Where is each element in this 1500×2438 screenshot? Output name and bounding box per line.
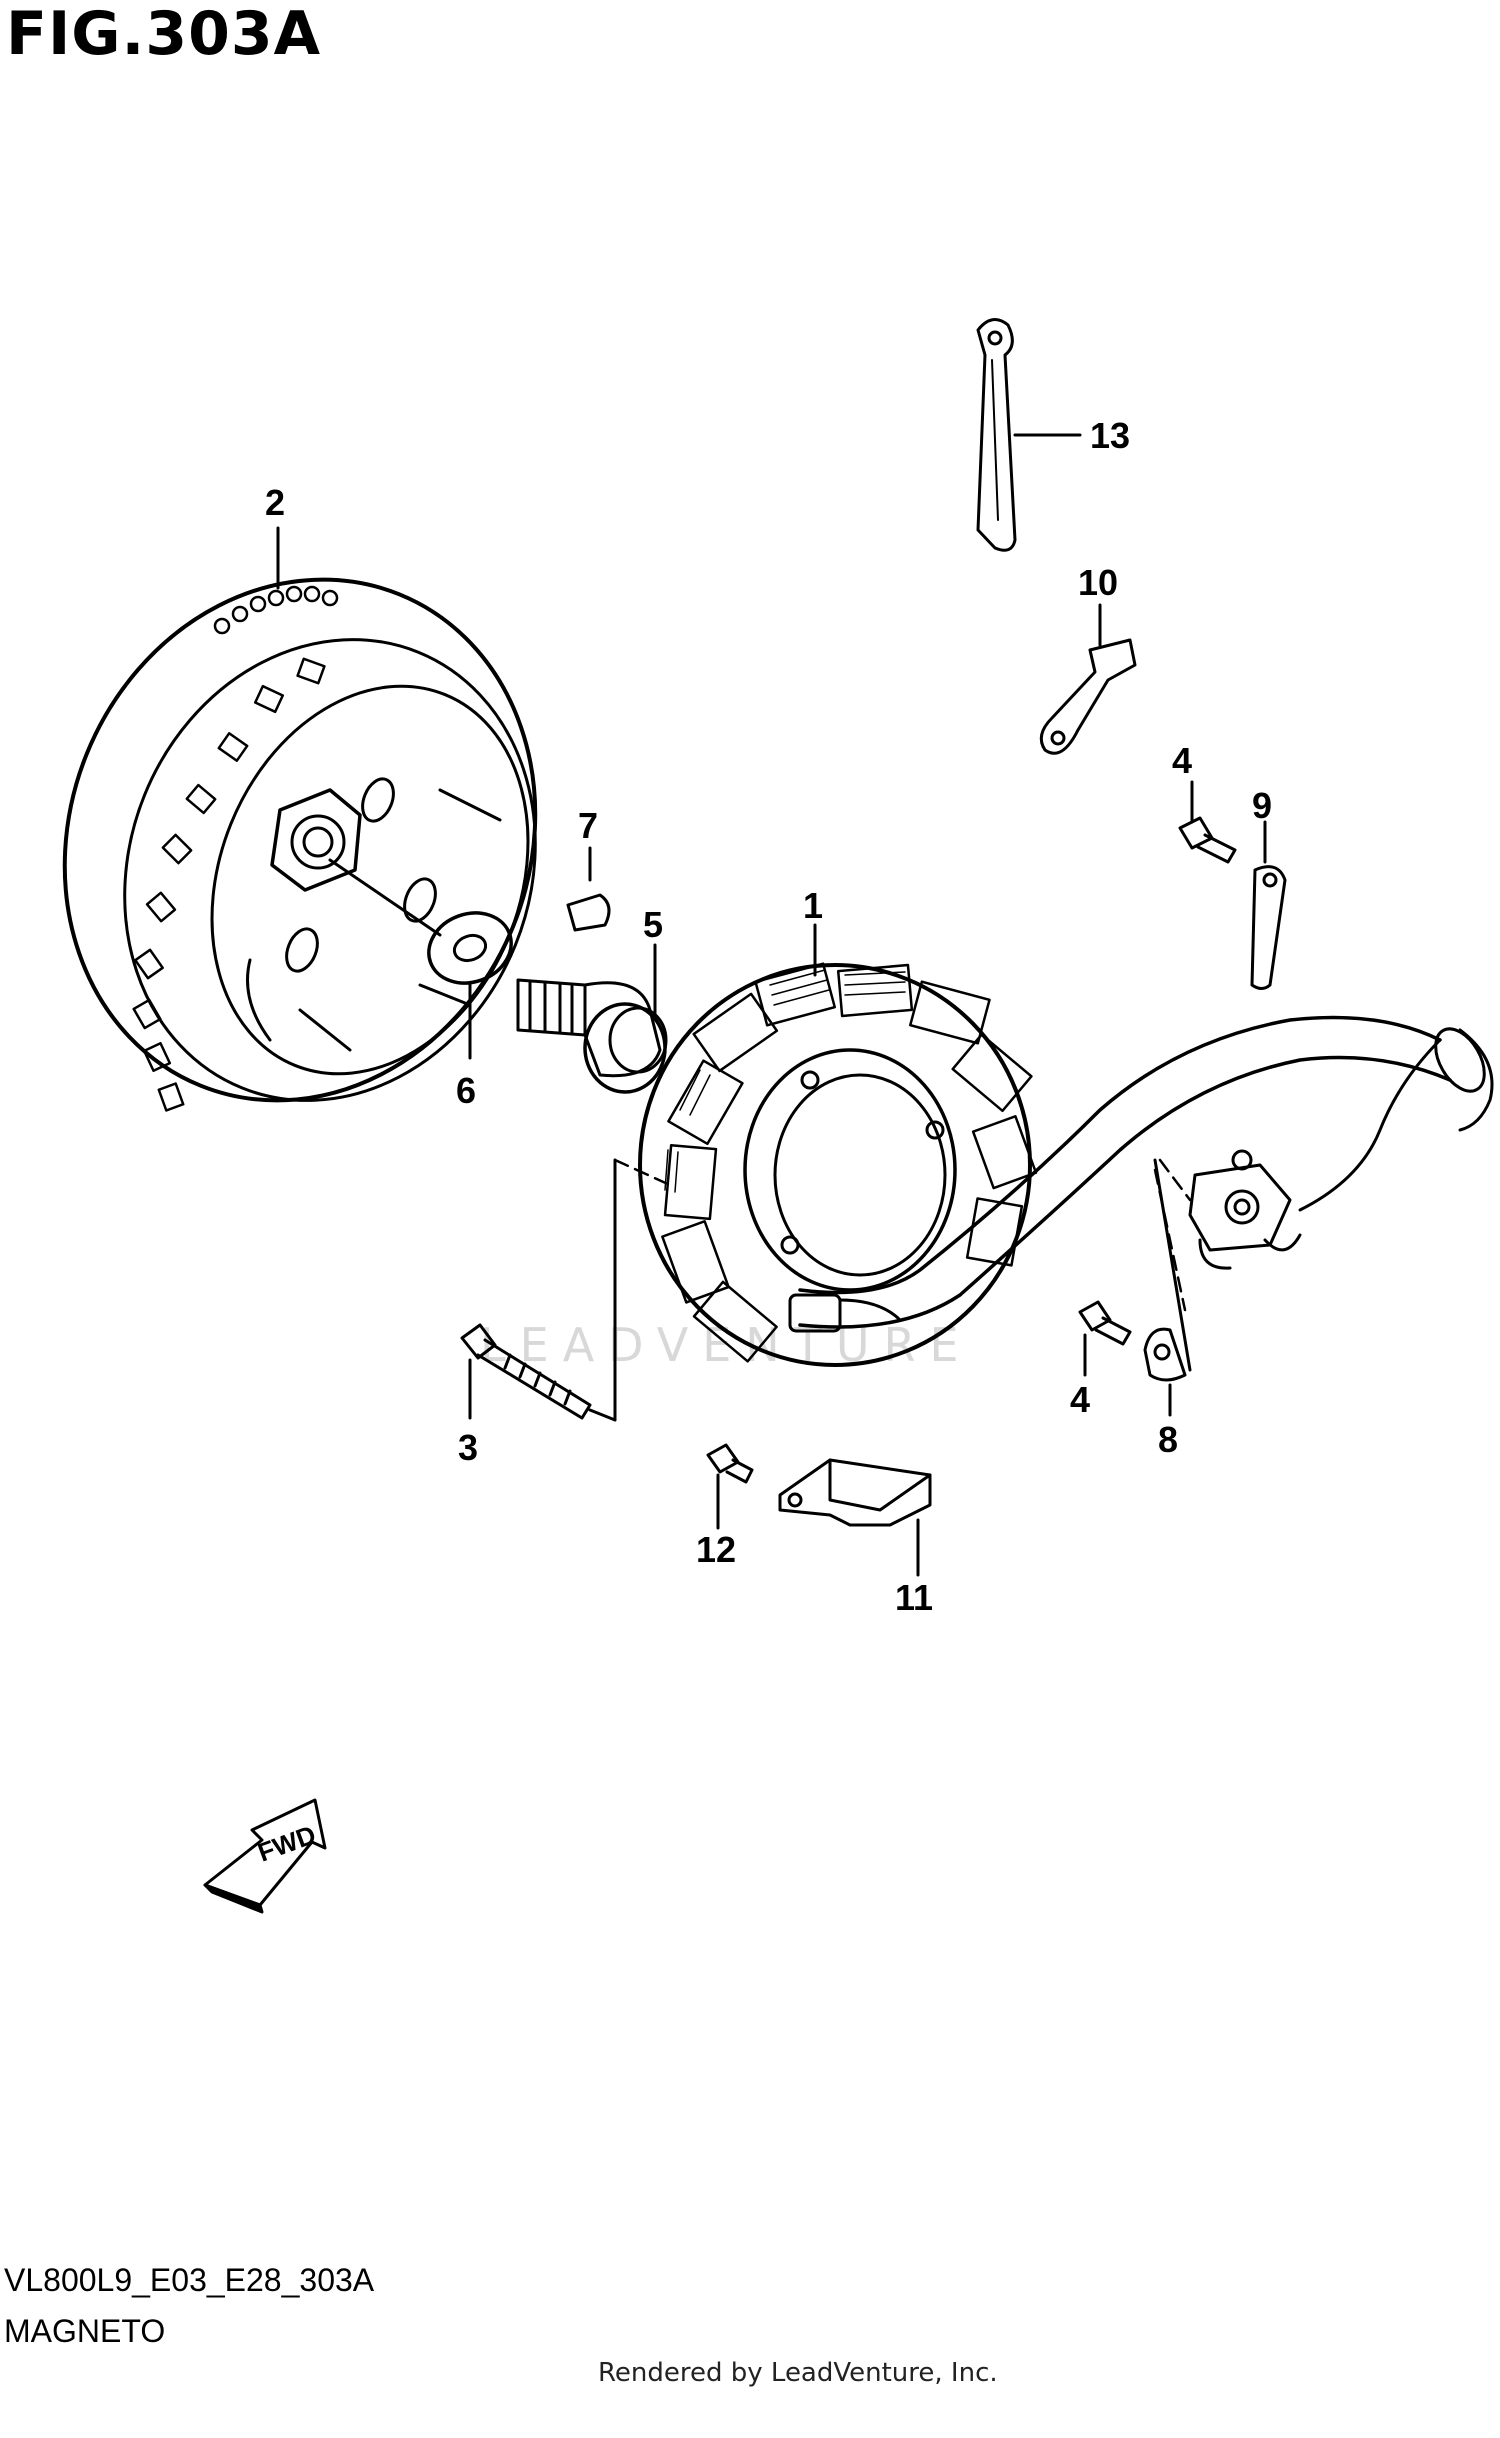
callout-6[interactable]: 6 xyxy=(456,1070,476,1111)
clamp-9-part[interactable] xyxy=(1250,865,1287,990)
leader-6 xyxy=(328,858,442,937)
callout-4-lower[interactable]: 4 xyxy=(1070,1379,1090,1420)
rotor-part[interactable] xyxy=(0,508,613,1172)
figure-title: FIG.303A xyxy=(6,0,322,69)
callout-3[interactable]: 3 xyxy=(458,1427,478,1468)
callout-11[interactable]: 11 xyxy=(895,1577,933,1618)
callout-4-upper[interactable]: 4 xyxy=(1172,740,1192,781)
dashed-guide-lines xyxy=(613,1158,1192,1312)
callout-13[interactable]: 13 xyxy=(1090,415,1130,456)
bolt-12-part[interactable] xyxy=(706,1443,754,1484)
section-name: MAGNETO xyxy=(4,2313,166,2349)
callout-9[interactable]: 9 xyxy=(1252,785,1272,826)
clamp-10-part[interactable] xyxy=(1039,638,1137,755)
washer-part[interactable] xyxy=(419,902,521,995)
model-code: VL800L9_E03_E28_303A xyxy=(4,2262,375,2298)
bracket-3 xyxy=(588,1158,1192,1422)
callout-1[interactable]: 1 xyxy=(803,885,823,926)
strap-13-part[interactable] xyxy=(976,318,1017,552)
key-part[interactable] xyxy=(566,893,611,932)
callout-7[interactable]: 7 xyxy=(578,805,598,846)
fwd-label: FWD xyxy=(254,1819,320,1867)
pickup-coil[interactable] xyxy=(1188,1149,1302,1270)
clamp-8-part[interactable] xyxy=(1143,1327,1187,1382)
callout-5[interactable]: 5 xyxy=(643,904,663,945)
callout-8[interactable]: 8 xyxy=(1158,1419,1178,1460)
plate-11-part[interactable] xyxy=(778,1458,932,1527)
bolt-lower-part[interactable] xyxy=(1078,1300,1132,1346)
bolt-upper-part[interactable] xyxy=(1178,816,1237,864)
fwd-arrow-icon xyxy=(203,1798,327,1914)
stator-part[interactable] xyxy=(638,962,1038,1367)
callout-12[interactable]: 12 xyxy=(696,1529,736,1570)
callout-2[interactable]: 2 xyxy=(265,482,285,523)
callout-10[interactable]: 10 xyxy=(1078,562,1118,603)
wire-harness[interactable] xyxy=(788,1015,1494,1333)
rendered-by-credit: Rendered by LeadVenture, Inc. xyxy=(598,2358,998,2388)
stator-screw-part[interactable] xyxy=(460,1323,592,1420)
rotor-bolt-part[interactable] xyxy=(516,978,668,1094)
